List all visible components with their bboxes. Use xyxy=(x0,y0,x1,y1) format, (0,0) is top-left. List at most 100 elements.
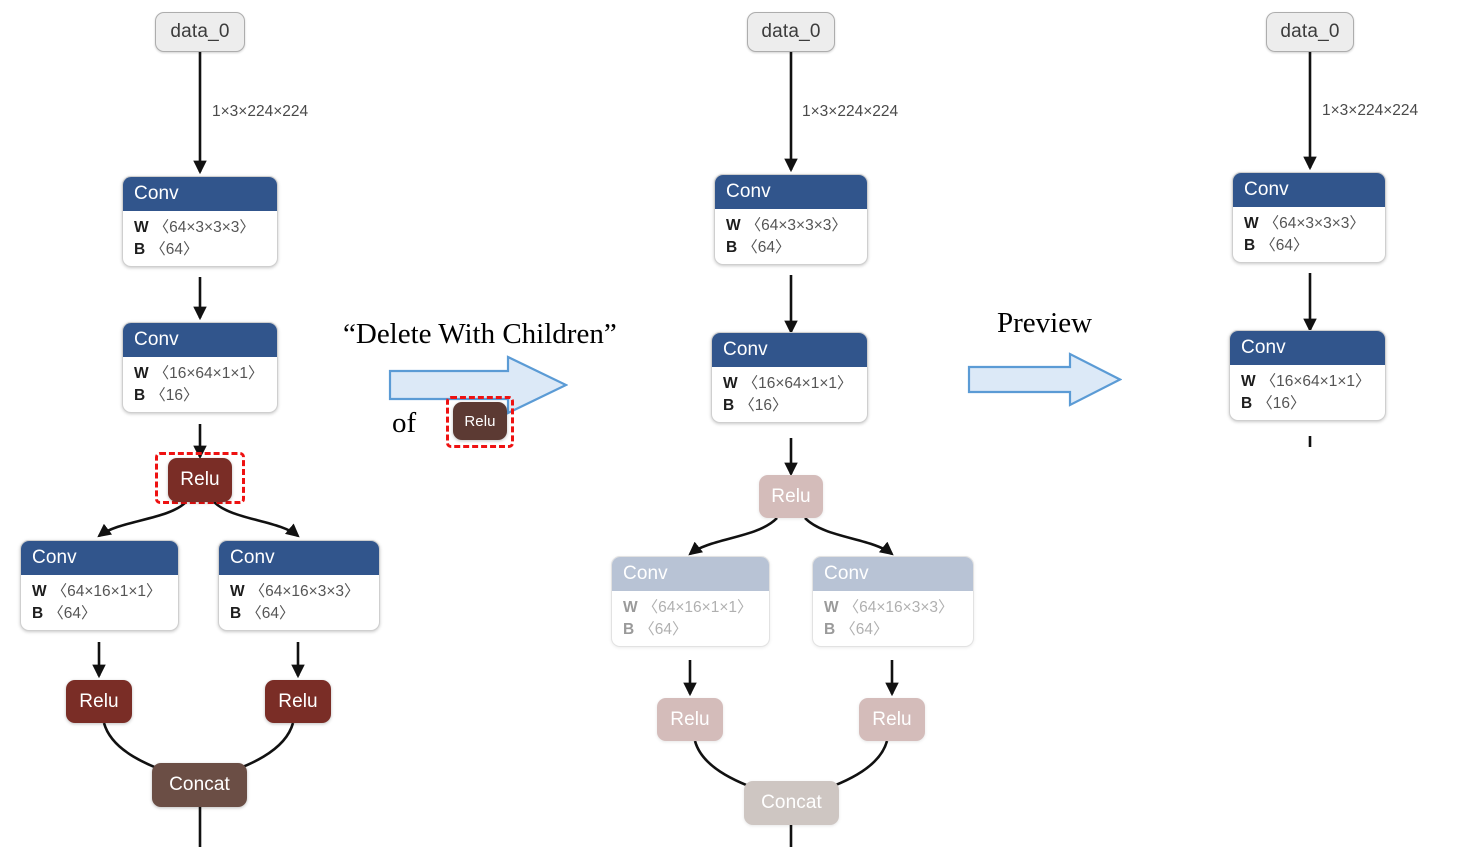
c3-conv2-node[interactable]: Conv W〈16×64×1×1〉 B〈16〉 xyxy=(1229,330,1386,421)
weight-key: W xyxy=(134,219,149,236)
c2-relu3-label: Relu xyxy=(872,708,912,730)
c1-relu2-label: Relu xyxy=(79,690,119,712)
preview-caption: Preview xyxy=(997,307,1093,339)
c1-conv3-weight-row: W〈64×16×1×1〉 xyxy=(32,582,178,601)
c2-conv1-bias-row: B〈64〉 xyxy=(726,238,867,257)
c3-data0-node[interactable]: data_0 xyxy=(1266,12,1354,52)
c2-conv1-title: Conv xyxy=(715,175,867,209)
c3-conv1-bias-shape: 〈64〉 xyxy=(1260,237,1309,254)
c3-conv1-title: Conv xyxy=(1233,173,1385,207)
c1-relu3-node[interactable]: Relu xyxy=(265,680,331,723)
c3-edge-label-shape: 1×3×224×224 xyxy=(1322,102,1419,119)
c1-conv1-bias-shape: 〈64〉 xyxy=(150,241,199,258)
c1-conv4-weight-shape: 〈64×16×3×3〉 xyxy=(249,583,360,600)
c3-conv2-bias-row: B〈16〉 xyxy=(1241,394,1385,413)
c1-conv2-attrs: W〈16×64×1×1〉 B〈16〉 xyxy=(123,357,277,412)
c1-conv3-node[interactable]: Conv W〈64×16×1×1〉 B〈64〉 xyxy=(20,540,179,631)
c2-conv2-bias-shape: 〈16〉 xyxy=(739,397,788,414)
c2-conv2-attrs: W〈16×64×1×1〉 B〈16〉 xyxy=(712,367,867,422)
c3-conv2-weight-shape: 〈16×64×1×1〉 xyxy=(1260,373,1371,390)
c1-conv3-bias-shape: 〈64〉 xyxy=(48,605,97,622)
c1-conv2-weight-shape: 〈16×64×1×1〉 xyxy=(153,365,264,382)
c1-conv1-title: Conv xyxy=(123,177,277,211)
delete-of-caption: of xyxy=(392,407,417,439)
c2-conv3-title: Conv xyxy=(612,557,769,591)
c2-relu3-node[interactable]: Relu xyxy=(859,698,925,741)
c2-conv2-title: Conv xyxy=(712,333,867,367)
bias-key: B xyxy=(230,605,242,622)
c1-conv4-node[interactable]: Conv W〈64×16×3×3〉 B〈64〉 xyxy=(218,540,380,631)
c3-conv1-node[interactable]: Conv W〈64×3×3×3〉 B〈64〉 xyxy=(1232,172,1386,263)
c2-conv2-node[interactable]: Conv W〈16×64×1×1〉 B〈16〉 xyxy=(711,332,868,423)
c2-conv3-weight-shape: 〈64×16×1×1〉 xyxy=(642,599,753,616)
bias-key: B xyxy=(134,387,146,404)
bias-key: B xyxy=(723,397,735,414)
c3-conv2-weight-row: W〈16×64×1×1〉 xyxy=(1241,372,1385,391)
c2-conv3-weight-row: W〈64×16×1×1〉 xyxy=(623,598,769,617)
weight-key: W xyxy=(1244,215,1259,232)
c2-relu1-node[interactable]: Relu xyxy=(759,475,823,518)
c2-relu2-node[interactable]: Relu xyxy=(657,698,723,741)
preview-arrow xyxy=(967,352,1122,407)
c1-conv2-node[interactable]: Conv W〈16×64×1×1〉 B〈16〉 xyxy=(122,322,278,413)
c1-conv4-attrs: W〈64×16×3×3〉 B〈64〉 xyxy=(219,575,379,630)
c1-conv3-weight-shape: 〈64×16×1×1〉 xyxy=(51,583,162,600)
selection-marquee xyxy=(155,452,245,504)
bias-key: B xyxy=(623,621,635,638)
c1-conv1-attrs: W〈64×3×3×3〉 B〈64〉 xyxy=(123,211,277,266)
c1-conv3-bias-row: B〈64〉 xyxy=(32,604,178,623)
weight-key: W xyxy=(623,599,638,616)
weight-key: W xyxy=(134,365,149,382)
c1-conv1-bias-row: B〈64〉 xyxy=(134,240,277,259)
weight-key: W xyxy=(32,583,47,600)
c2-conv2-weight-shape: 〈16×64×1×1〉 xyxy=(742,375,853,392)
c1-edge-label-shape: 1×3×224×224 xyxy=(212,103,309,120)
c2-conv3-attrs: W〈64×16×1×1〉 B〈64〉 xyxy=(612,591,769,646)
bias-key: B xyxy=(134,241,146,258)
bias-key: B xyxy=(726,239,738,256)
c2-conv3-node[interactable]: Conv W〈64×16×1×1〉 B〈64〉 xyxy=(611,556,770,647)
c1-data0-node[interactable]: data_0 xyxy=(155,12,245,52)
c1-data0-label: data_0 xyxy=(170,21,230,42)
c2-conv1-weight-row: W〈64×3×3×3〉 xyxy=(726,216,867,235)
annotation-selection-marquee xyxy=(446,396,514,448)
c1-conv1-node[interactable]: Conv W〈64×3×3×3〉 B〈64〉 xyxy=(122,176,278,267)
annotation-relu-node: Relu xyxy=(453,402,507,440)
c3-conv1-attrs: W〈64×3×3×3〉 B〈64〉 xyxy=(1233,207,1385,262)
delete-with-children-caption: “Delete With Children” xyxy=(343,318,617,350)
c1-relu1-node[interactable]: Relu xyxy=(168,458,232,502)
c1-conv4-bias-row: B〈64〉 xyxy=(230,604,379,623)
c2-conv4-bias-shape: 〈64〉 xyxy=(840,621,889,638)
c3-conv2-title: Conv xyxy=(1230,331,1385,365)
c1-conv3-title: Conv xyxy=(21,541,178,575)
bias-key: B xyxy=(1241,395,1253,412)
c2-conv4-attrs: W〈64×16×3×3〉 B〈64〉 xyxy=(813,591,973,646)
c2-conv4-node[interactable]: Conv W〈64×16×3×3〉 B〈64〉 xyxy=(812,556,974,647)
c2-conv4-weight-shape: 〈64×16×3×3〉 xyxy=(843,599,954,616)
c2-relu1-label: Relu xyxy=(771,485,811,507)
c1-conv2-bias-row: B〈16〉 xyxy=(134,386,277,405)
c2-conv1-node[interactable]: Conv W〈64×3×3×3〉 B〈64〉 xyxy=(714,174,868,265)
c2-conv1-attrs: W〈64×3×3×3〉 B〈64〉 xyxy=(715,209,867,264)
c2-edge-label-shape: 1×3×224×224 xyxy=(802,103,899,120)
c2-conv1-weight-shape: 〈64×3×3×3〉 xyxy=(745,217,847,234)
c2-relu2-label: Relu xyxy=(670,708,710,730)
c2-data0-node[interactable]: data_0 xyxy=(747,12,835,52)
bias-key: B xyxy=(1244,237,1256,254)
c2-conv4-title: Conv xyxy=(813,557,973,591)
c1-relu2-node[interactable]: Relu xyxy=(66,680,132,723)
c3-data0-label: data_0 xyxy=(1280,21,1340,42)
c2-conv1-bias-shape: 〈64〉 xyxy=(742,239,791,256)
c3-conv1-weight-row: W〈64×3×3×3〉 xyxy=(1244,214,1385,233)
delete-with-children-arrow xyxy=(388,355,568,415)
c2-conv3-bias-shape: 〈64〉 xyxy=(639,621,688,638)
c1-relu1-label: Relu xyxy=(180,469,220,490)
weight-key: W xyxy=(723,375,738,392)
c2-conv4-bias-row: B〈64〉 xyxy=(824,620,973,639)
c2-concat-node[interactable]: Concat xyxy=(744,781,839,825)
c1-concat-node[interactable]: Concat xyxy=(152,763,247,807)
c2-data0-label: data_0 xyxy=(761,21,821,42)
c3-conv1-bias-row: B〈64〉 xyxy=(1244,236,1385,255)
c1-conv4-weight-row: W〈64×16×3×3〉 xyxy=(230,582,379,601)
